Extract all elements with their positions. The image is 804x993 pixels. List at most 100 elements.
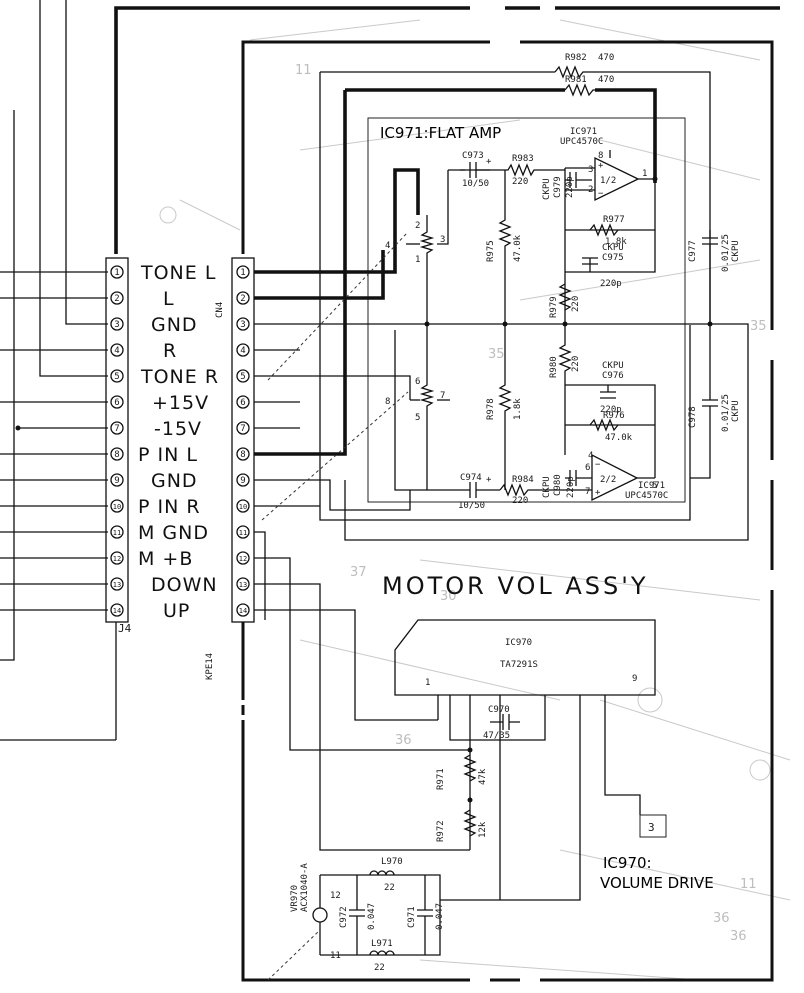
signal-label: M GND: [138, 522, 209, 544]
component-label: 4: [588, 451, 593, 461]
capacitor-c974: C974 10/50 +: [455, 473, 500, 511]
component-label: R971: [436, 768, 446, 790]
component-label: 10/50: [462, 179, 489, 189]
component-label: R972: [436, 820, 446, 842]
component-label: R977: [603, 215, 625, 225]
j4-pin-13: 13: [110, 577, 124, 591]
capacitor-c975: CKPU C975 220p: [582, 243, 624, 289]
signal-label: R: [163, 340, 177, 362]
component-label: 5: [114, 372, 119, 382]
inductor-l971: L971 22: [369, 939, 395, 973]
component-label: C976: [602, 371, 624, 381]
ghost-num-6: 11: [740, 877, 757, 892]
ghost-num-8: 30: [440, 589, 457, 604]
resistor-r980: R980 220: [549, 324, 581, 455]
component-label: 13: [239, 581, 247, 589]
j4-pin-10: 10: [110, 499, 124, 513]
component-label: 1: [114, 268, 119, 278]
capacitor-c976: CKPU C976 220p: [600, 361, 624, 415]
component-label: 5: [415, 413, 420, 423]
component-label: 220p: [600, 405, 622, 415]
component-label: 12: [330, 891, 341, 901]
resistor-r971: R971 47k: [436, 754, 488, 790]
signal-label: TONE R: [140, 366, 219, 388]
connector-j4: J4: [105, 257, 132, 635]
signal-label: +15V: [152, 392, 209, 414]
signal-label: P IN R: [138, 496, 201, 518]
component-label: 14: [113, 607, 121, 615]
svg-text:+: +: [598, 161, 604, 171]
component-label: 1.8k: [513, 398, 523, 420]
board-frame: [241, 40, 774, 982]
component-label: 12k: [478, 821, 488, 838]
drive-subtitle: VOLUME DRIVE: [600, 874, 714, 892]
drive-title: IC970:: [603, 854, 652, 872]
cn4-pin-11: 11: [236, 525, 250, 539]
capacitor-c970: C970 47/35: [483, 705, 520, 741]
component-label: 2: [240, 294, 245, 304]
capacitor-c973: C973 10/50 +: [448, 151, 492, 189]
j4-pin-8: 8: [110, 447, 124, 461]
component-label: 8: [114, 450, 119, 460]
ghost-num-7: 36: [730, 929, 747, 944]
cn4-pin-14: 14: [236, 603, 250, 617]
component-label: 22: [374, 963, 385, 973]
component-label: 14: [239, 607, 247, 615]
svg-text:+: +: [486, 157, 492, 167]
component-label: C973: [462, 151, 484, 161]
potentiometer-upper: 4 2 3 1: [385, 170, 449, 324]
cn4-label: CN4: [215, 302, 225, 318]
component-label: 1: [415, 255, 420, 265]
component-label: C977: [688, 240, 698, 262]
cn4-pin-9: 9: [236, 473, 250, 487]
component-label: 5: [240, 372, 245, 382]
component-label: 0.047: [367, 903, 377, 930]
component-label: ACX1040-A: [300, 863, 310, 912]
ghost-num-5: 36: [713, 911, 730, 926]
component-label: L971: [371, 939, 393, 949]
component-label: R984: [512, 475, 534, 485]
resistor-r976: R978 1.8k: [486, 324, 523, 490]
signal-label: UP: [163, 600, 190, 622]
component-label: R975: [486, 240, 496, 262]
component-label: 7: [585, 487, 590, 497]
component-label: 5: [652, 481, 657, 491]
j4-pin-7: 7: [110, 421, 124, 435]
ic970-part: TA7291S: [500, 660, 538, 670]
component-label: 7: [114, 424, 119, 434]
component-label: 9: [632, 674, 637, 684]
component-label: 220p: [565, 176, 575, 198]
component-label: 10: [239, 503, 247, 511]
cn4-pin-8: 8: [236, 447, 250, 461]
component-label: 1: [425, 678, 430, 688]
resistor-r982: R982 470: [554, 53, 614, 79]
component-label: 11: [239, 529, 247, 537]
svg-text:−: −: [595, 460, 601, 470]
component-label: 3: [648, 821, 655, 834]
component-label: C974: [460, 473, 482, 483]
component-label: 0.01/25: [721, 234, 731, 272]
component-label: 220: [512, 177, 528, 187]
component-label: 3: [240, 320, 245, 330]
svg-text:+: +: [486, 475, 492, 485]
component-label: L970: [381, 857, 403, 867]
component-label: 47.0k: [605, 433, 633, 443]
component-label: R981: [565, 75, 587, 85]
ghost-num-2: 35: [750, 319, 767, 334]
ic971-part-bottom: UPC4570C: [625, 491, 668, 501]
svg-text:+: +: [595, 488, 601, 498]
signal-label: GND: [151, 314, 198, 336]
resistor-r975: R975 47.0k: [486, 170, 523, 324]
component-label: 220: [571, 356, 581, 372]
component-label: 7: [440, 391, 445, 401]
component-label: CKPU: [602, 243, 624, 253]
motor-vol-title: MOTOR VOL ASS'Y: [382, 572, 648, 600]
component-label: 220p: [600, 279, 622, 289]
resistor-r972: R972 12k: [436, 809, 488, 842]
component-label: 3: [440, 235, 445, 245]
component-label: 4: [385, 241, 390, 251]
component-label: 1: [240, 268, 245, 278]
component-label: C978: [688, 406, 698, 428]
component-label: 11: [113, 529, 121, 537]
